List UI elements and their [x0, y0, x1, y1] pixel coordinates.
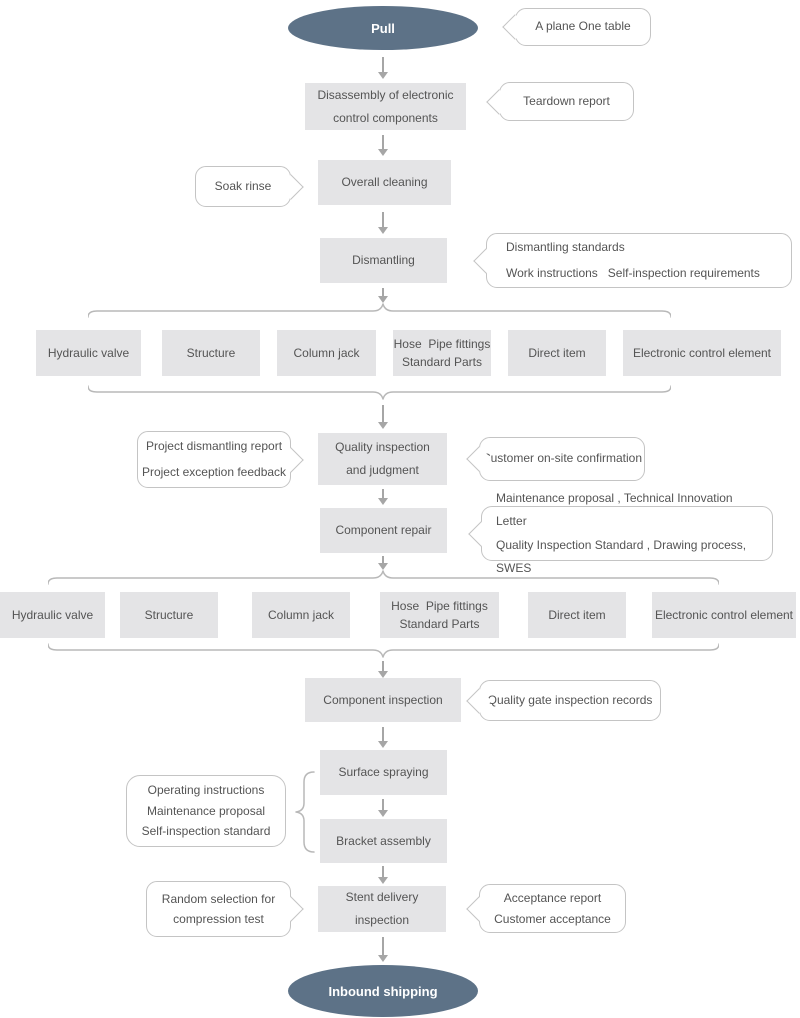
component-box: Electronic control element — [623, 330, 781, 376]
callout-acceptance: Acceptance report Customer acceptance — [479, 884, 626, 933]
callout-assembly-docs: Operating instructions Maintenance propo… — [126, 775, 286, 847]
down-arrow-connector — [378, 661, 388, 678]
callout-customer-confirmation: Customer on-site confirmation — [479, 437, 645, 481]
callout-plane-table: A plane One table — [515, 8, 651, 46]
process-box-bracket-assembly: Bracket assembly — [320, 819, 447, 863]
merge-brace-icon — [88, 385, 671, 400]
component-box: Direct item — [508, 330, 606, 376]
component-box: Direct item — [528, 592, 626, 638]
callout-soak-rinse: Soak rinse — [195, 166, 291, 207]
merge-brace-icon — [48, 643, 719, 658]
down-arrow-connector — [378, 866, 388, 884]
down-arrow-connector — [378, 489, 388, 505]
start-terminal: Pull — [288, 6, 478, 50]
component-box: Hydraulic valve — [0, 592, 105, 638]
down-arrow-connector — [378, 937, 388, 962]
curly-brace-icon — [295, 771, 315, 853]
process-box-surface-spraying: Surface spraying — [320, 750, 447, 795]
component-box: Column jack — [252, 592, 350, 638]
callout-project-docs: Project dismantling report Project excep… — [137, 431, 291, 488]
process-box-disassembly: Disassembly of electronic control compon… — [305, 83, 466, 130]
component-box: Hose Pipe fittings Standard Parts — [380, 592, 499, 638]
end-terminal: Inbound shipping — [288, 965, 478, 1017]
callout-teardown-report: Teardown report — [499, 82, 634, 121]
process-box-component-inspection: Component inspection — [305, 678, 461, 722]
callout-maintenance-docs: Maintenance proposal , Technical Innovat… — [481, 491, 773, 575]
component-box: Structure — [120, 592, 218, 638]
split-brace-icon — [88, 303, 671, 318]
down-arrow-connector — [378, 727, 388, 748]
process-box-stent-delivery: Stent delivery inspection — [318, 886, 446, 932]
down-arrow-connector — [378, 212, 388, 234]
down-arrow-connector — [378, 135, 388, 156]
process-box-cleaning: Overall cleaning — [318, 160, 451, 205]
callout-dismantling-docs: Dismantling standards Work instructions … — [486, 233, 792, 288]
component-box: Hydraulic valve — [36, 330, 141, 376]
down-arrow-connector — [378, 799, 388, 817]
process-box-component-repair: Component repair — [320, 508, 447, 553]
component-box: Hose Pipe fittings Standard Parts — [393, 330, 491, 376]
down-arrow-connector — [378, 288, 388, 303]
down-arrow-connector — [378, 405, 388, 429]
down-arrow-connector — [378, 556, 388, 570]
process-box-quality-inspection: Quality inspection and judgment — [318, 433, 447, 485]
process-box-dismantling: Dismantling — [320, 238, 447, 283]
down-arrow-connector — [378, 57, 388, 79]
component-box: Electronic control element — [652, 592, 796, 638]
split-brace-icon — [48, 570, 719, 585]
callout-quality-gate: Quality gate inspection records — [479, 680, 661, 721]
component-box: Structure — [162, 330, 260, 376]
callout-compression-test: Random selection for compression test — [146, 881, 291, 937]
component-box: Column jack — [277, 330, 376, 376]
